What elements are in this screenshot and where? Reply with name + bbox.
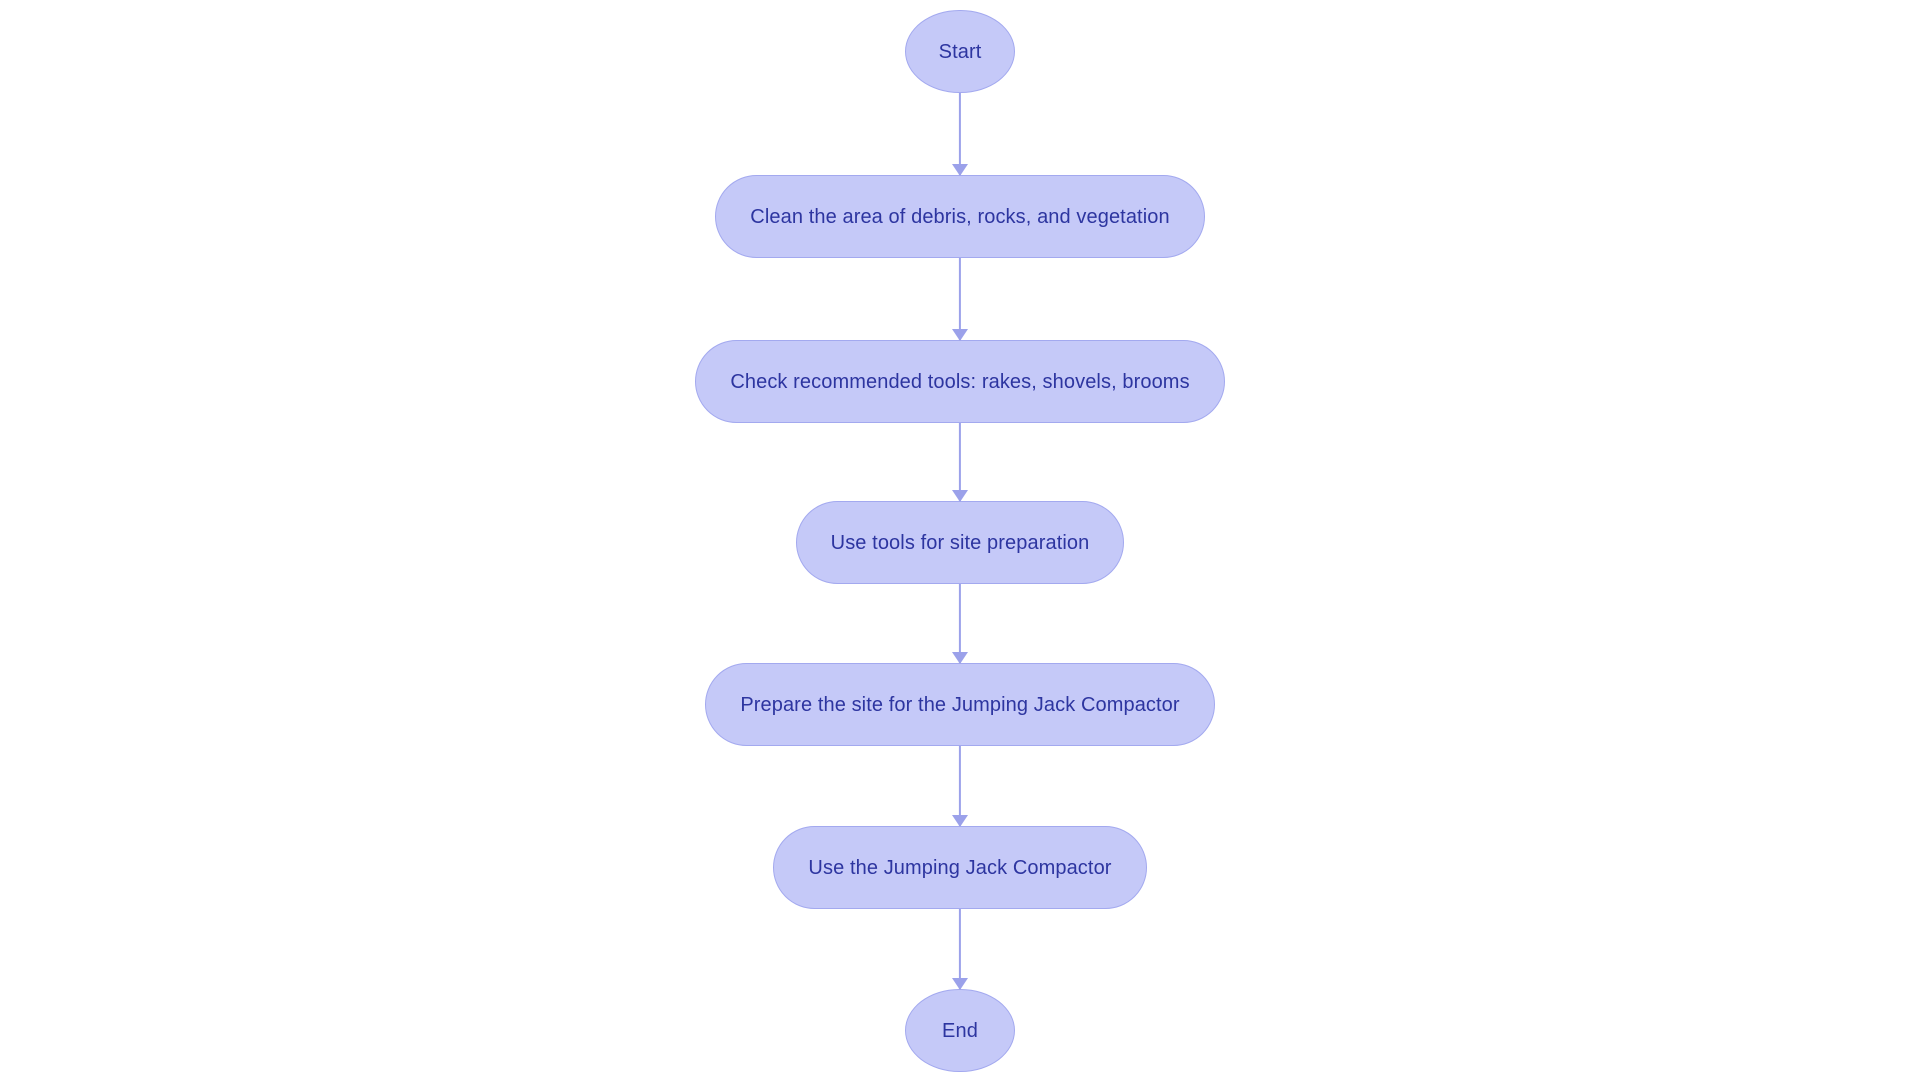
- arrow-head-icon: [952, 652, 968, 664]
- flow-node-prepare-label: Prepare the site for the Jumping Jack Co…: [740, 693, 1180, 716]
- flow-edge-start-to-clean: [949, 93, 971, 176]
- flow-node-check-label: Check recommended tools: rakes, shovels,…: [730, 370, 1190, 393]
- flow-edge-usejjc-to-end: [949, 909, 971, 990]
- arrow-head-icon: [952, 490, 968, 502]
- edge-line: [958, 746, 962, 826]
- flow-node-start-label: Start: [938, 40, 982, 63]
- flow-node-usetools[interactable]: Use tools for site preparation: [795, 501, 1125, 584]
- flow-node-usejjc[interactable]: Use the Jumping Jack Compactor: [773, 826, 1147, 909]
- flow-node-usetools-label: Use tools for site preparation: [830, 531, 1090, 554]
- edge-line: [958, 93, 962, 175]
- flow-node-start[interactable]: Start: [905, 10, 1015, 93]
- flow-edge-check-to-usetools: [949, 423, 971, 502]
- flow-node-end[interactable]: End: [905, 989, 1015, 1072]
- edge-line: [958, 909, 962, 989]
- flow-edge-usetools-to-prepare: [949, 584, 971, 664]
- flow-edge-clean-to-check: [949, 258, 971, 341]
- flow-node-clean[interactable]: Clean the area of debris, rocks, and veg…: [715, 175, 1205, 258]
- arrow-head-icon: [952, 978, 968, 990]
- arrow-head-icon: [952, 815, 968, 827]
- flow-node-prepare[interactable]: Prepare the site for the Jumping Jack Co…: [705, 663, 1215, 746]
- flow-node-check[interactable]: Check recommended tools: rakes, shovels,…: [695, 340, 1225, 423]
- edge-line: [958, 258, 962, 340]
- flow-node-clean-label: Clean the area of debris, rocks, and veg…: [750, 205, 1170, 228]
- edge-line: [958, 423, 962, 501]
- flow-node-usejjc-label: Use the Jumping Jack Compactor: [808, 856, 1112, 879]
- flow-edge-prepare-to-usejjc: [949, 746, 971, 827]
- edge-line: [958, 584, 962, 663]
- flow-node-end-label: End: [942, 1019, 978, 1042]
- arrow-head-icon: [952, 164, 968, 176]
- arrow-head-icon: [952, 329, 968, 341]
